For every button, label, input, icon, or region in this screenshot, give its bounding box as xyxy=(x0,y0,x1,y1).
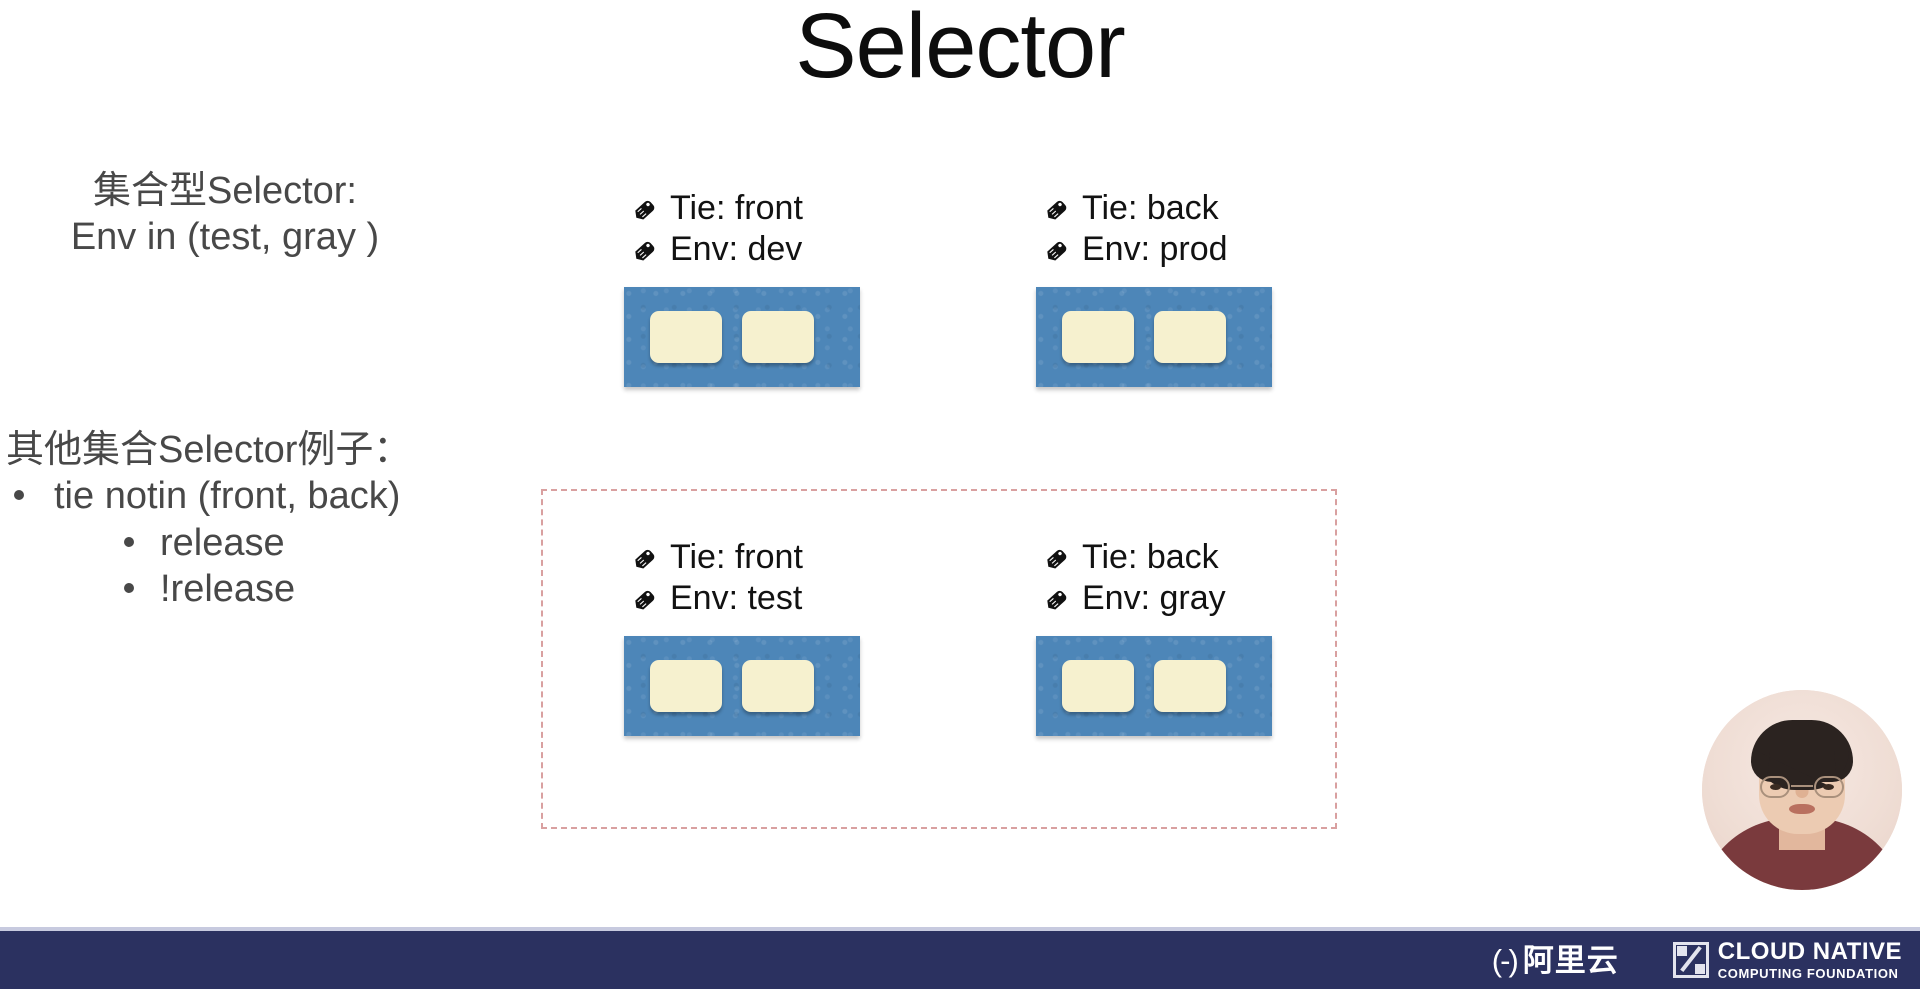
list-item-label: release xyxy=(160,521,285,564)
alibaba-cloud-logo-text: 阿里云 xyxy=(1522,942,1619,978)
glasses-left-lens xyxy=(1760,776,1790,798)
pod-container xyxy=(1062,311,1134,363)
cncf-logo-line2: COMPUTING FOUNDATION xyxy=(1717,966,1899,981)
pod-label-tie: Tie: back xyxy=(1043,537,1272,578)
pod-label-tie: Tie: front xyxy=(631,537,860,578)
pod-node xyxy=(1036,287,1272,387)
bullet-dot-icon xyxy=(14,490,24,501)
pod-node xyxy=(1036,636,1272,736)
tag-icon xyxy=(631,543,661,573)
pod-label-env-text: Env: prod xyxy=(1082,230,1228,269)
pod-group-back-prod: Tie: back Env: prod xyxy=(1036,188,1272,387)
pod-label-env-text: Env: test xyxy=(670,579,803,618)
tag-icon xyxy=(1043,235,1073,265)
pod-group-front-test: Tie: front Env: test xyxy=(624,537,860,736)
pod-label-tie: Tie: front xyxy=(631,188,860,229)
tag-icon xyxy=(631,584,661,614)
pod-label-tie: Tie: back xyxy=(1043,188,1272,229)
bullet-dot-icon xyxy=(124,536,134,547)
cncf-logo: CLOUD NATIVE COMPUTING FOUNDATION xyxy=(1672,938,1902,981)
presenter-webcam xyxy=(1702,690,1902,890)
pod-label-env: Env: test xyxy=(631,578,860,619)
presenter-eye-right xyxy=(1823,784,1834,790)
list-item: !release xyxy=(6,566,446,612)
presenter-hair xyxy=(1751,720,1853,782)
tag-icon xyxy=(1043,543,1073,573)
list-item-label: tie notin (front, back) xyxy=(54,475,401,518)
pod-label-env: Env: gray xyxy=(1043,578,1272,619)
cncf-logo-line1: CLOUD NATIVE xyxy=(1717,938,1902,965)
list-item: release xyxy=(6,520,446,566)
bullet-dot-icon xyxy=(124,583,134,594)
list-item: tie notin (front, back) xyxy=(6,473,446,519)
alibaba-cloud-mark-icon: (-) xyxy=(1491,942,1519,978)
pod-container xyxy=(1062,660,1134,712)
other-selector-examples-heading: 其他集合Selector例子： xyxy=(6,429,412,471)
pod-container xyxy=(650,660,722,712)
tag-icon xyxy=(631,235,661,265)
other-selector-examples: 其他集合Selector例子： tie notin (front, back) … xyxy=(6,427,446,612)
footer-bar: (-) 阿里云 CLOUD NATIVE COMPUTING FOUNDATIO… xyxy=(0,927,1920,989)
presenter-mouth xyxy=(1789,804,1815,814)
pod-container xyxy=(742,660,814,712)
pod-container xyxy=(1154,311,1226,363)
glasses-bridge xyxy=(1791,785,1813,787)
glasses-right-lens xyxy=(1814,776,1844,798)
selected-pods-region xyxy=(541,489,1337,829)
set-selector-note-line1: 集合型Selector: xyxy=(93,170,357,212)
pod-container xyxy=(742,311,814,363)
pod-container xyxy=(1154,660,1226,712)
set-selector-note-line2: Env in (test, gray ) xyxy=(70,216,380,259)
tag-icon xyxy=(1043,584,1073,614)
footer-logos: (-) 阿里云 CLOUD NATIVE COMPUTING FOUNDATIO… xyxy=(1492,931,1902,989)
pod-group-back-gray: Tie: back Env: gray xyxy=(1036,537,1272,736)
alibaba-cloud-logo: (-) 阿里云 xyxy=(1492,945,1619,976)
pod-label-tie-text: Tie: back xyxy=(1082,189,1219,228)
pod-group-front-dev: Tie: front Env: dev xyxy=(624,188,860,387)
cncf-mark-icon xyxy=(1672,942,1709,978)
pod-container xyxy=(650,311,722,363)
pod-node xyxy=(624,636,860,736)
glasses-icon xyxy=(1760,776,1844,798)
pod-label-tie-text: Tie: back xyxy=(1082,538,1219,577)
pod-node xyxy=(624,287,860,387)
pod-label-tie-text: Tie: front xyxy=(670,538,803,577)
set-selector-note: 集合型Selector: Env in (test, gray ) xyxy=(10,168,440,261)
page-title: Selector xyxy=(795,0,1126,97)
pod-label-env: Env: prod xyxy=(1043,229,1272,270)
cncf-logo-text: CLOUD NATIVE COMPUTING FOUNDATION xyxy=(1717,938,1902,981)
pod-label-env-text: Env: gray xyxy=(1082,579,1226,618)
tag-icon xyxy=(631,194,661,224)
tag-icon xyxy=(1043,194,1073,224)
pod-label-tie-text: Tie: front xyxy=(670,189,803,228)
pod-label-env-text: Env: dev xyxy=(670,230,803,269)
list-item-label: !release xyxy=(160,568,296,611)
pod-label-env: Env: dev xyxy=(631,229,860,270)
presenter-eye-left xyxy=(1770,784,1781,790)
